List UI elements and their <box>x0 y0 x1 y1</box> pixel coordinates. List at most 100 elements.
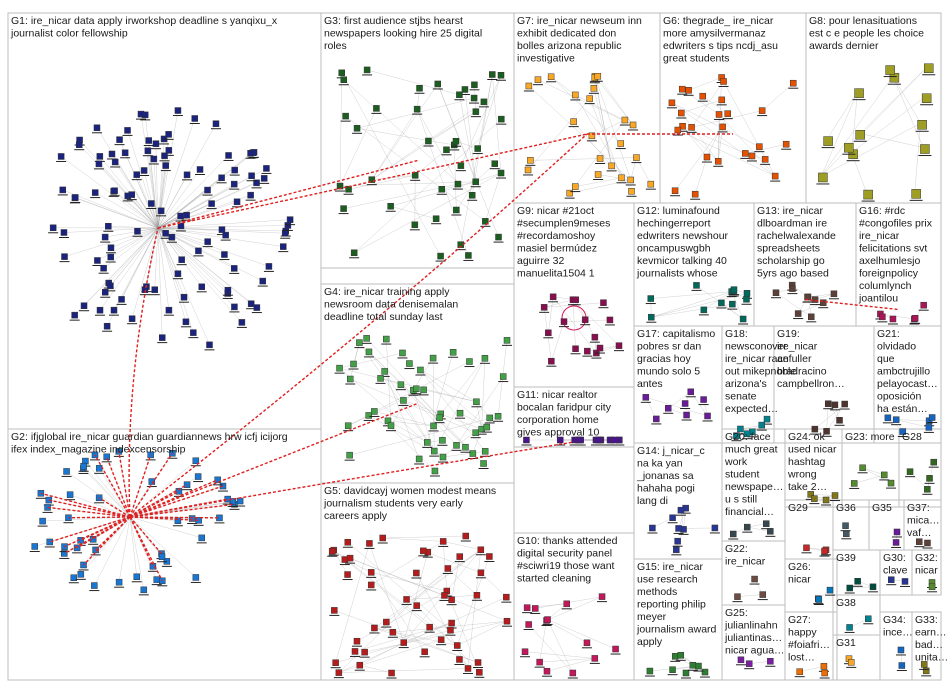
group-label-g33: bad… <box>915 639 943 651</box>
graph-node <box>145 137 152 144</box>
edge <box>157 227 179 274</box>
edge <box>348 389 424 426</box>
graph-node <box>489 71 496 78</box>
graph-node <box>844 142 854 153</box>
graph-node <box>456 656 463 663</box>
graph-node <box>761 156 769 163</box>
edge <box>539 658 595 663</box>
edge <box>338 668 469 673</box>
graph-node <box>462 532 470 540</box>
edge <box>353 342 360 365</box>
graph-node <box>474 145 481 152</box>
edge <box>103 227 159 269</box>
graph-node <box>523 436 530 444</box>
graph-node <box>595 436 602 444</box>
graph-node <box>678 85 686 93</box>
group-label-g7: bolles arizona republic <box>517 40 621 52</box>
edge <box>706 113 728 158</box>
graph-node <box>148 200 155 207</box>
group-label-g7: investigative <box>517 53 575 65</box>
edge <box>821 123 921 177</box>
graph-node <box>195 247 202 255</box>
graph-node <box>188 515 196 522</box>
edge <box>718 114 776 177</box>
graph-node <box>342 112 349 120</box>
graph-node <box>430 422 437 430</box>
edge <box>594 76 631 181</box>
graph-node <box>820 663 828 670</box>
graph-node <box>556 436 564 444</box>
graph-node <box>743 290 751 297</box>
group-label-g5: careers apply <box>324 510 388 522</box>
edge <box>694 156 708 195</box>
graph-node <box>191 115 199 122</box>
graph-node <box>771 172 779 180</box>
edge <box>339 108 377 187</box>
graph-node <box>898 662 906 669</box>
group-label-g13: rachelwalexande <box>757 230 836 242</box>
group-label-g19: bradracino <box>777 366 827 378</box>
graph-node <box>439 453 447 461</box>
graph-node <box>222 231 229 239</box>
group-label-g24: hashtag <box>788 456 826 468</box>
edge <box>477 75 502 149</box>
hub-edge <box>47 506 131 518</box>
edge <box>390 206 437 219</box>
graph-node <box>70 574 78 581</box>
graph-node <box>39 517 46 525</box>
edge <box>464 89 476 182</box>
edge <box>896 419 929 428</box>
edge <box>826 403 829 432</box>
edge <box>75 197 159 229</box>
graph-node <box>96 306 104 314</box>
graph-node <box>719 123 726 131</box>
graph-node <box>95 465 103 472</box>
edge <box>589 98 622 178</box>
graph-node <box>498 115 505 123</box>
graph-node <box>443 146 450 154</box>
hub-edge <box>129 485 224 518</box>
graph-node <box>560 318 568 325</box>
group-label-g12: journalists whose <box>636 268 718 280</box>
edge <box>129 516 163 557</box>
graph-node <box>452 137 460 145</box>
group-cell-g21 <box>873 325 942 444</box>
graph-node <box>815 596 823 603</box>
graph-node <box>572 296 579 304</box>
graph-node <box>103 453 110 461</box>
graph-node <box>437 252 444 260</box>
graph-node <box>247 300 255 307</box>
graph-node <box>477 546 485 553</box>
graph-node <box>431 467 439 475</box>
graph-node <box>182 318 190 326</box>
graph-node <box>456 409 464 417</box>
group-label-g17: antes <box>637 378 663 390</box>
graph-node <box>356 339 363 346</box>
group-label-g22: ire_nicar <box>725 556 766 568</box>
group-label-g10: started cleaning <box>517 573 591 585</box>
graph-node <box>137 110 145 118</box>
graph-node <box>453 206 460 214</box>
graph-node <box>685 87 692 94</box>
group-label-g18: newsconover <box>725 341 787 353</box>
graph-node <box>572 345 579 353</box>
graph-node <box>819 299 827 306</box>
graph-node <box>842 522 849 529</box>
graph-node <box>920 144 930 154</box>
hub-edge <box>129 516 199 522</box>
graph-node <box>373 105 380 112</box>
edge <box>335 629 451 663</box>
graph-node <box>612 645 619 653</box>
graph-node <box>344 539 352 546</box>
edge <box>451 556 460 600</box>
graph-node <box>471 81 478 89</box>
graph-node <box>486 414 493 422</box>
graph-node <box>128 191 135 198</box>
group-label-g13: 5yrs ago based <box>757 268 829 280</box>
group-label-g21: que <box>877 353 895 365</box>
graph-node <box>646 667 654 675</box>
edge <box>70 494 131 518</box>
graph-node <box>742 150 749 157</box>
graph-node <box>911 315 919 322</box>
edge <box>129 516 145 590</box>
